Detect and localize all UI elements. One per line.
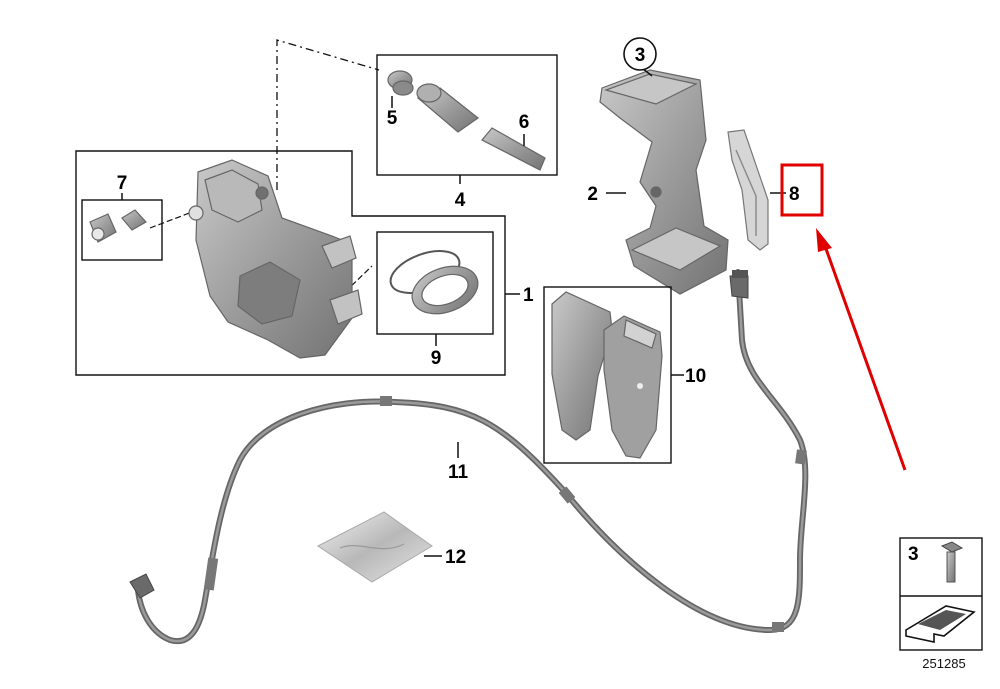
highlight-box xyxy=(780,163,824,217)
callout-1[interactable]: 1 xyxy=(523,285,534,306)
callout-6[interactable]: 6 xyxy=(519,112,530,133)
callouts: 3 2 4 5 6 7 9 1 10 11 12 8 xyxy=(117,37,800,568)
part-11-wear-sensor[interactable] xyxy=(129,269,809,645)
group-1-box xyxy=(75,150,506,376)
callout-2[interactable]: 2 xyxy=(587,184,598,205)
legend-box: 3 251285 xyxy=(899,537,983,671)
callout-3-circle xyxy=(623,37,657,71)
highlight-arrow-line xyxy=(823,245,907,471)
callout-3[interactable]: 3 xyxy=(635,45,646,66)
group-4-box xyxy=(276,39,558,190)
callout-5[interactable]: 5 xyxy=(387,108,398,129)
highlight-arrowhead xyxy=(816,228,832,252)
part-8-spring[interactable] xyxy=(727,129,769,251)
part-9-seal-kit[interactable] xyxy=(385,243,484,323)
bolt-icon xyxy=(940,541,964,583)
callout-9[interactable]: 9 xyxy=(431,348,442,369)
part-5-boot[interactable] xyxy=(387,70,414,96)
caliper-body[interactable] xyxy=(188,159,363,359)
callout-12[interactable]: 12 xyxy=(445,547,466,568)
callout-4[interactable]: 4 xyxy=(455,190,466,211)
group-10-box xyxy=(543,286,672,464)
guide-sleeve[interactable] xyxy=(416,83,480,133)
part-10-brake-pads[interactable] xyxy=(551,291,663,459)
diagram-id: 251285 xyxy=(922,656,965,671)
arrow-icon xyxy=(905,605,976,643)
group-9-box xyxy=(376,231,494,335)
callout-11[interactable]: 11 xyxy=(448,462,469,483)
callout-7[interactable]: 7 xyxy=(117,173,128,194)
part-7-bleeder[interactable] xyxy=(89,209,147,243)
leader-lines xyxy=(121,67,786,557)
callout-10[interactable]: 10 xyxy=(685,366,706,387)
part-6-guide-pin[interactable] xyxy=(481,127,546,171)
callout-8[interactable]: 8 xyxy=(789,184,800,205)
part-3-carrier[interactable] xyxy=(599,69,729,295)
legend-number: 3 xyxy=(908,544,919,565)
highlight-annotation xyxy=(780,163,907,471)
part-12-grease-packet[interactable] xyxy=(317,511,433,583)
